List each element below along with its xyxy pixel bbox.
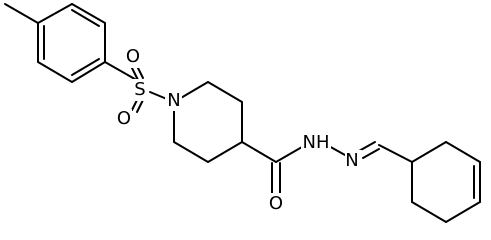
atom-labels: S O O N O NH N (115, 46, 362, 215)
aromatic-inner-bond (71, 58, 100, 76)
piperidine-bond (173, 141, 209, 163)
cyclohexene-bond (445, 141, 481, 163)
cyclohexene-ring (411, 141, 481, 223)
piperidine-nitrogen-label: N (167, 90, 180, 111)
oxygen-bottom-label: O (117, 108, 131, 129)
carbonyl-nitrogen-bond (275, 146, 303, 163)
sulfonyl-oxygen-bottom-bond (136, 99, 144, 113)
imine-nitrogen-label: N (345, 150, 358, 171)
hydrazide-nitrogen-label: NH (303, 132, 330, 153)
aromatic-bond (71, 61, 106, 83)
piperidine-bond (207, 81, 243, 103)
tolyl-ring (4, 3, 106, 83)
chemical-structure: S O O N O NH N (4, 3, 481, 223)
aromatic-inner-bond (71, 9, 100, 27)
cyclohexene-bond (411, 201, 447, 223)
imine-double-bond (358, 141, 376, 152)
molecule-diagram: S O O N O NH N (4, 3, 481, 223)
imine-carbon-bond (378, 144, 413, 163)
piperidine-bond (207, 141, 243, 163)
sulfonyl-oxygen-top-bond (131, 67, 139, 81)
methyl-bond (4, 3, 39, 24)
aryl-sulfur-bond (104, 61, 141, 83)
piperidine-carbonyl-bond (241, 141, 277, 163)
cyclohexene-bond (445, 201, 481, 223)
imine-double-bond (362, 148, 380, 159)
sulfur-label: S (134, 79, 145, 100)
aromatic-bond (37, 61, 73, 83)
carbonyl-oxygen-label: O (269, 193, 283, 214)
aromatic-bond (71, 3, 106, 24)
aromatic-bond (37, 3, 73, 24)
cyclohexene-bond (411, 141, 447, 163)
oxygen-top-label: O (126, 46, 140, 67)
